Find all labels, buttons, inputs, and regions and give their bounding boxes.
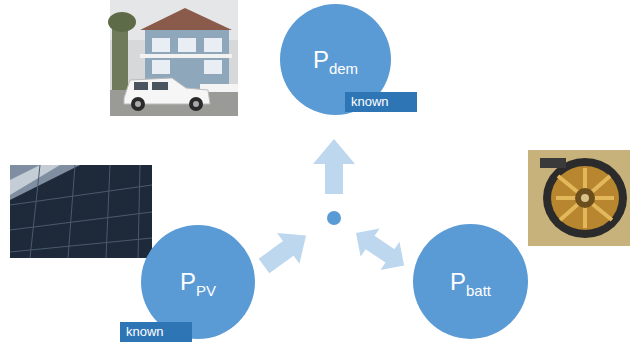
known-badge: known (120, 322, 192, 342)
quantity-subscript: batt (466, 282, 491, 299)
battery-double-arrow (346, 219, 413, 280)
quantity-label: Pdem (313, 48, 358, 72)
solar-panel-photo (10, 165, 152, 258)
quantity-subscript: dem (329, 60, 358, 77)
quantity-subscript: PV (196, 282, 216, 299)
flow-arrows (253, 139, 414, 281)
quantity-label: PPV (180, 270, 216, 294)
badge-text: known (351, 94, 389, 109)
alternator-photo (528, 150, 630, 246)
badge-text: known (126, 324, 164, 339)
quantity-circle: Pdem known (280, 4, 391, 115)
quantity-circle: PPVknown (141, 225, 255, 339)
quantity-symbol: P (313, 46, 329, 73)
quantity-circle: Pbatt (413, 224, 528, 339)
pv-arrow (253, 220, 317, 281)
up-arrow (313, 139, 355, 194)
house-photo (108, 0, 238, 116)
quantity-symbol: P (450, 268, 466, 295)
junction-dot (327, 211, 341, 225)
quantity-label: Pbatt (450, 270, 491, 294)
quantity-symbol: P (180, 268, 196, 295)
known-badge: known (345, 92, 417, 112)
